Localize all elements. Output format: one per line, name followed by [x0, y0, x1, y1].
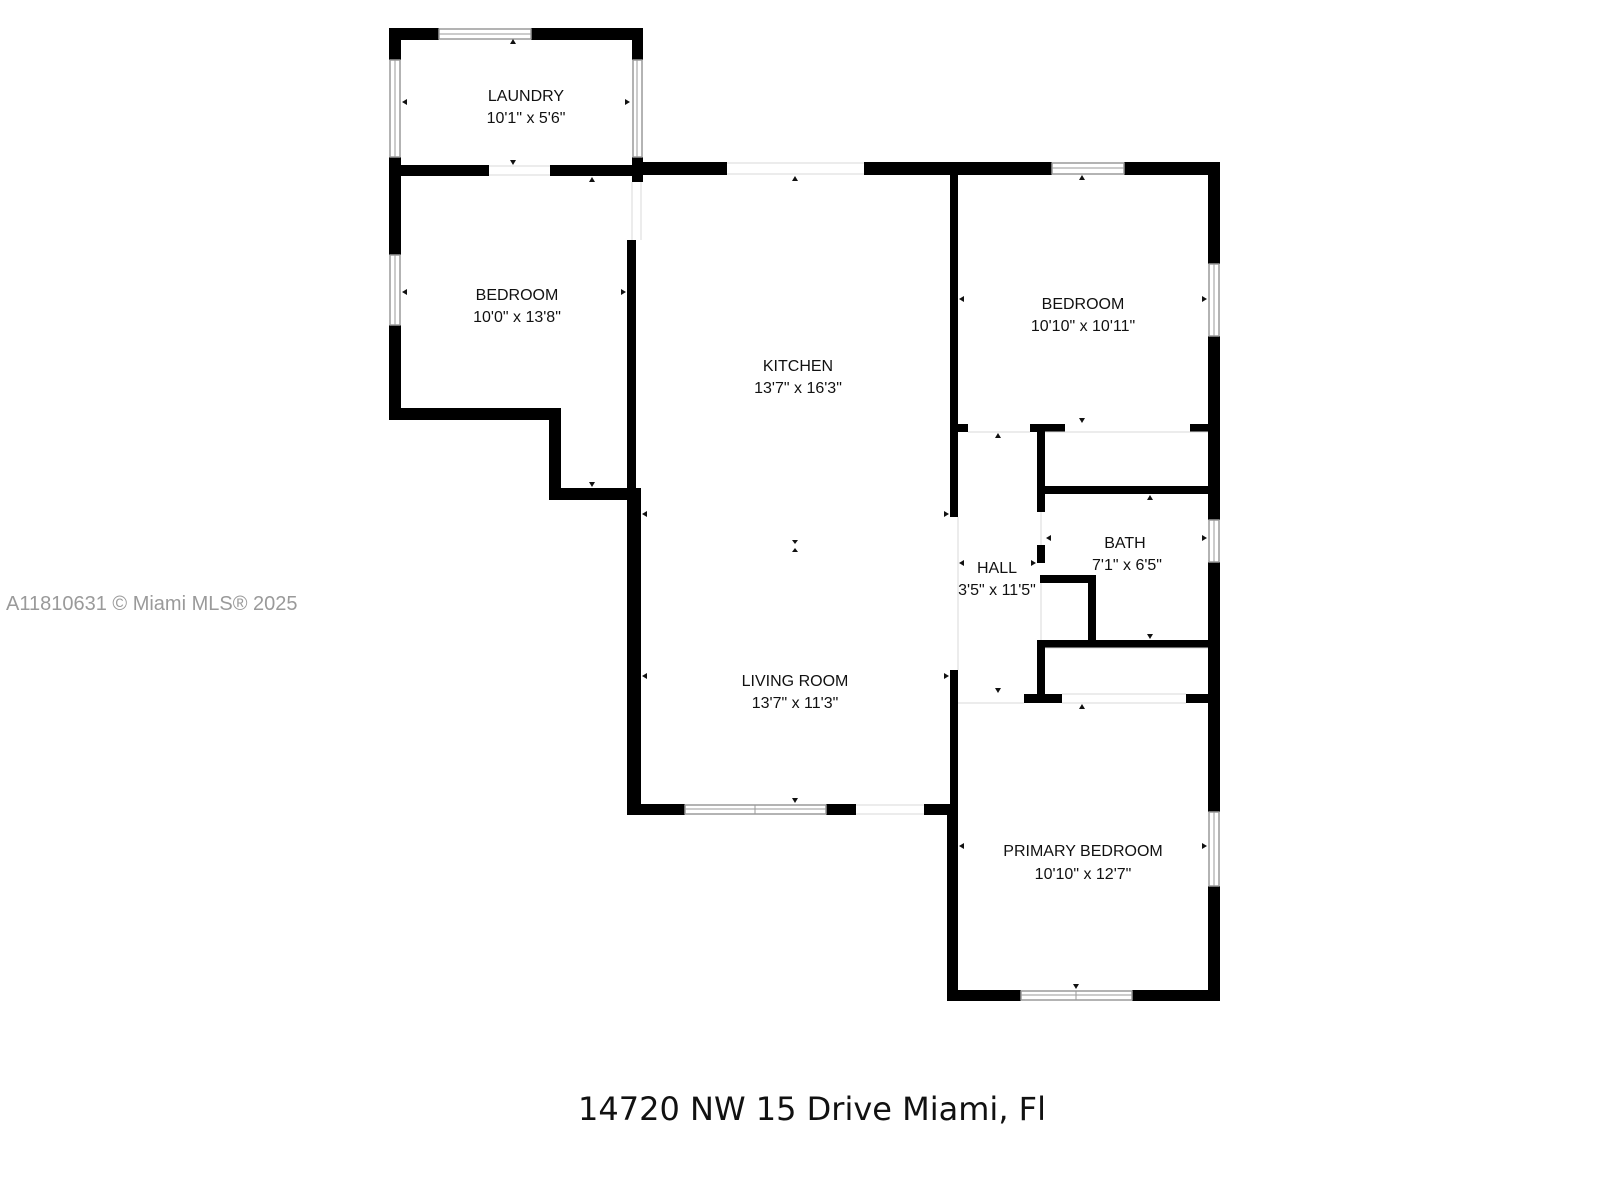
- wall-right-bottom: [1208, 886, 1220, 1000]
- wall-top-right: [1124, 162, 1220, 175]
- wall-laundry-top-left: [389, 28, 439, 40]
- wall-primary-bottom-right: [1132, 990, 1220, 1001]
- wall-primary-left: [947, 804, 958, 1000]
- room-dims-bedroom-left: 10'0" x 13'8": [473, 309, 561, 326]
- wall-laundry-right-top: [632, 28, 643, 60]
- wall-laundry-left-top: [389, 28, 401, 60]
- wall-primary-top-right: [1186, 694, 1212, 703]
- wall-right-top: [1208, 162, 1220, 264]
- room-name-bedroom-right: BEDROOM: [1042, 296, 1125, 313]
- room-dims-hall: 3'5" x 11'5": [958, 582, 1036, 599]
- wall-bedroom-right-bottom-mid: [1030, 424, 1065, 432]
- wall-bath-top: [1037, 486, 1212, 494]
- room-name-bedroom-left: BEDROOM: [476, 287, 559, 304]
- wall-laundry-bottom-left: [389, 165, 489, 176]
- room-name-living-room: LIVING ROOM: [742, 673, 849, 690]
- wall-bedroom-left-lower: [389, 325, 401, 420]
- openings: [489, 162, 1208, 815]
- room-name-bath: BATH: [1104, 535, 1145, 552]
- property-address: 14720 NW 15 Drive Miami, Fl: [578, 1090, 1046, 1128]
- wall-closet-left: [549, 408, 561, 500]
- room-name-kitchen: KITCHEN: [763, 358, 833, 375]
- wall-bedroom-bottom: [389, 408, 561, 420]
- room-dims-bedroom-right: 10'10" x 10'11": [1031, 318, 1135, 335]
- room-dims-primary-bedroom: 10'10" x 12'7": [1035, 866, 1132, 883]
- wall-laundry-bottom-right: [550, 165, 640, 176]
- room-dims-kitchen: 13'7" x 16'3": [754, 380, 842, 397]
- room-name-laundry: LAUNDRY: [488, 88, 565, 105]
- wall-bath-inner-right: [1088, 575, 1096, 645]
- mls-watermark: A11810631 © Miami MLS® 2025: [6, 593, 297, 615]
- wall-closet-bottom: [549, 488, 634, 500]
- wall-living-bottom-right: [924, 804, 958, 815]
- room-dims-living-room: 13'7" x 11'3": [752, 695, 839, 712]
- wall-right-mid1: [1208, 336, 1220, 520]
- wall-bedroom-right-bottom-right: [1190, 424, 1210, 432]
- wall-top-kitchen: [632, 162, 727, 175]
- wall-bath-bottom: [1037, 640, 1212, 648]
- wall-hall-right-upper: [1037, 424, 1045, 512]
- room-dims-laundry: 10'1" x 5'6": [487, 110, 566, 127]
- wall-primary-bottom-left: [947, 990, 1021, 1001]
- wall-right-mid2: [1208, 562, 1220, 812]
- wall-bedroom-right-bottom-left: [950, 424, 968, 432]
- wall-kitchen-left-lower: [627, 488, 641, 815]
- windows: [389, 28, 1220, 1001]
- wall-closet2-left: [1037, 640, 1045, 695]
- wall-laundry-top-right: [531, 28, 643, 40]
- wall-divider-living-hall: [950, 670, 958, 815]
- room-name-primary-bedroom: PRIMARY BEDROOM: [1003, 843, 1162, 860]
- wall-primary-top-left: [1024, 694, 1062, 703]
- wall-bath-left-lower: [1037, 545, 1045, 563]
- room-dims-bath: 7'1" x 6'5": [1092, 557, 1162, 574]
- wall-living-bottom-mid: [826, 804, 856, 815]
- wall-bedroom-left-upper: [389, 165, 401, 255]
- measure-markers: [402, 39, 1207, 989]
- walls: [389, 28, 1220, 1001]
- wall-bath-inner-top: [1040, 575, 1096, 583]
- wall-living-bottom-left: [627, 804, 685, 815]
- wall-divider-kitchen-bedroom: [950, 162, 958, 517]
- room-name-hall: HALL: [977, 560, 1017, 577]
- room-labels: LAUNDRY 10'1" x 5'6" BEDROOM 10'0" x 13'…: [473, 88, 1163, 883]
